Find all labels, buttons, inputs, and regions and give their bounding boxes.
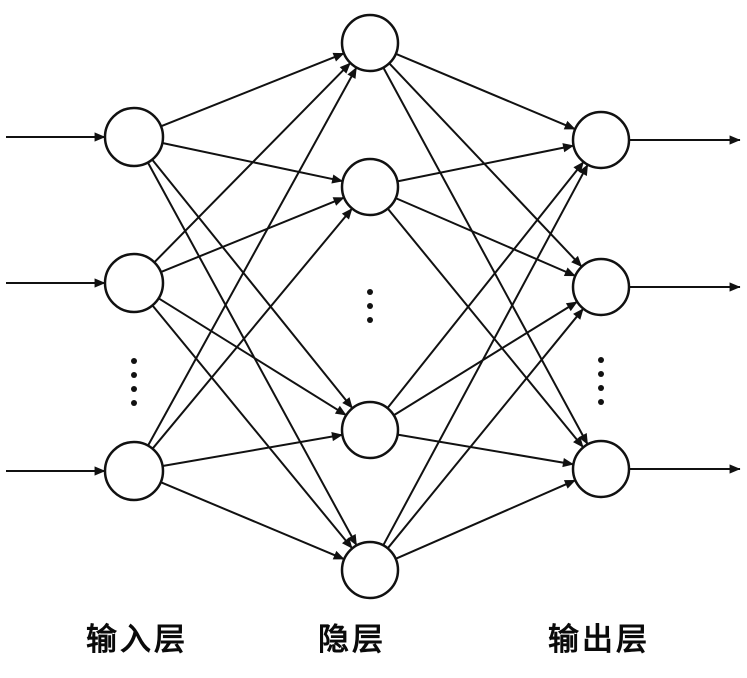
output-neuron-node (571, 439, 631, 499)
connection-arrow (395, 52, 576, 131)
hidden-ellipsis-dot (367, 317, 373, 323)
connection-arrow (151, 304, 353, 550)
input-neuron-node (103, 440, 165, 502)
connection-arrow (395, 197, 576, 277)
output-neuron-node (571, 257, 631, 317)
output-ellipsis-dot (598, 385, 604, 391)
connection-arrow (386, 161, 585, 409)
connection-arrow (147, 67, 358, 447)
output-layer-label: 输出层 (548, 622, 650, 658)
output-neuron-node (571, 110, 631, 170)
connection-arrow (393, 300, 578, 417)
connection-arrow (147, 161, 358, 546)
connection-arrow (160, 196, 345, 273)
output-ellipsis-dot (598, 399, 604, 405)
connection-arrow (153, 62, 352, 264)
input-neuron-node (103, 106, 165, 168)
connection-arrow (386, 308, 585, 549)
input-layer-label: 输入层 (86, 622, 188, 658)
output-ellipsis-dot (598, 371, 604, 377)
input-ellipsis-dot (131, 372, 137, 378)
connection-arrow (162, 432, 343, 468)
connection-arrow (395, 479, 576, 560)
connection-arrow (388, 62, 583, 268)
connection-arrow (382, 164, 589, 546)
hidden-ellipsis-dot (367, 289, 373, 295)
hidden-neuron-node (340, 540, 400, 600)
connection-arrow (397, 433, 574, 468)
input-ellipsis-dot (131, 358, 137, 364)
connection-arrow (158, 297, 347, 417)
connection-arrow (160, 481, 345, 561)
output-ellipsis-dot (598, 357, 604, 363)
hidden-neuron-node (340, 13, 400, 73)
connection-arrow (382, 67, 589, 445)
input-ellipsis-dot (131, 386, 137, 392)
hidden-neuron-node (340, 157, 400, 217)
connection-arrow (397, 143, 575, 183)
input-ellipsis-dot (131, 400, 137, 406)
connection-arrow (151, 158, 354, 409)
connection-arrow (386, 208, 585, 448)
connection-arrow (151, 207, 353, 450)
connection-arrow (160, 52, 345, 128)
input-neuron-node (103, 252, 165, 314)
hidden-ellipsis-dot (367, 303, 373, 309)
hidden-layer-label: 隐层 (318, 622, 386, 658)
hidden-neuron-node (340, 400, 400, 460)
